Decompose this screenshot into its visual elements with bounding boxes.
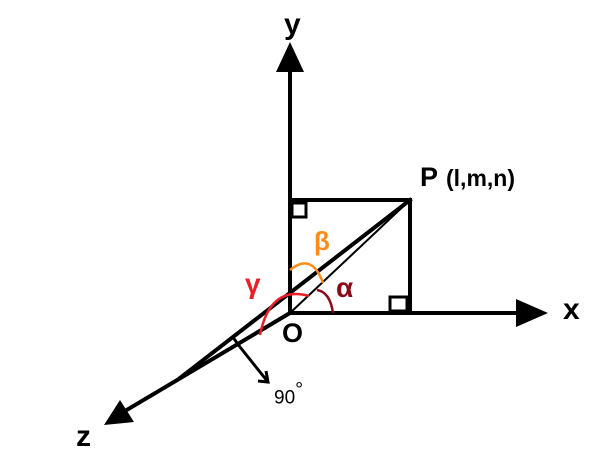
op-line-thin — [289, 199, 411, 314]
degree-symbol: ° — [295, 379, 304, 401]
right-angle-mark-y — [290, 201, 308, 219]
gamma-arc — [258, 292, 310, 336]
point-label: P — [420, 162, 439, 192]
z-axis-label: z — [76, 420, 91, 453]
alpha-label: α — [336, 272, 354, 303]
alpha-arc — [316, 288, 335, 314]
x-axis-label: x — [563, 293, 580, 326]
origin-label: O — [282, 318, 304, 348]
op-line-thick — [177, 197, 413, 381]
pointer-arrowhead — [257, 370, 270, 384]
z-arrowhead — [104, 400, 134, 425]
point-coordinates: (l,m,n) — [446, 165, 515, 191]
beta-label: β — [314, 226, 330, 256]
right-angle-label: 90° — [274, 379, 303, 409]
z-axis — [117, 310, 293, 417]
gamma-label: γ — [245, 268, 261, 299]
x-arrowhead — [516, 299, 548, 327]
right-angle-value: 90 — [274, 387, 296, 409]
pointer-arrow — [238, 346, 270, 383]
y-arrowhead — [276, 42, 304, 72]
y-axis-label: y — [284, 8, 301, 41]
right-angle-mark-z — [230, 335, 242, 348]
right-angle-mark-x — [388, 295, 409, 313]
beta-arc — [289, 262, 325, 284]
